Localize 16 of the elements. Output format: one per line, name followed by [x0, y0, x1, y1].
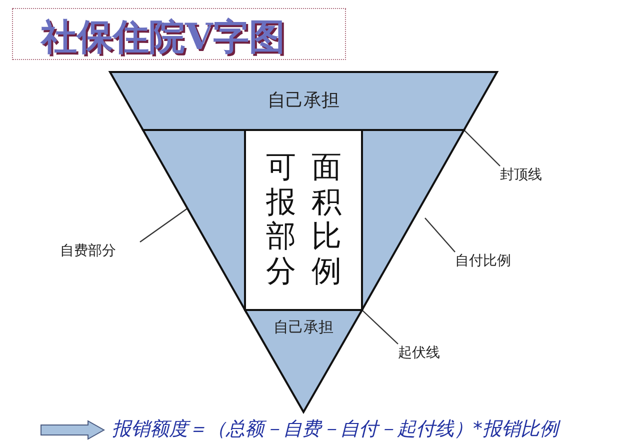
leader-line	[362, 310, 398, 344]
leader-line	[424, 218, 456, 252]
callout-label: 自付比例	[455, 252, 511, 270]
band-label: 自己承担	[274, 318, 334, 337]
leader-line	[140, 208, 188, 242]
area-label: 面积比例	[310, 151, 342, 289]
band-label: 自己承担	[268, 89, 340, 112]
callout-label: 起伏线	[398, 344, 440, 362]
callout-label: 自费部分	[60, 242, 116, 260]
formula-text: 报销额度＝（总额－自费－自付－起付线）*报销比例	[112, 417, 558, 442]
area-label: 可报部分	[265, 151, 296, 289]
leader-line	[464, 130, 500, 166]
top-band	[110, 72, 497, 130]
callout-label: 封顶线	[500, 166, 542, 184]
diagram-title: 社保住院V字图	[41, 15, 285, 60]
bottom-triangle	[245, 310, 362, 412]
